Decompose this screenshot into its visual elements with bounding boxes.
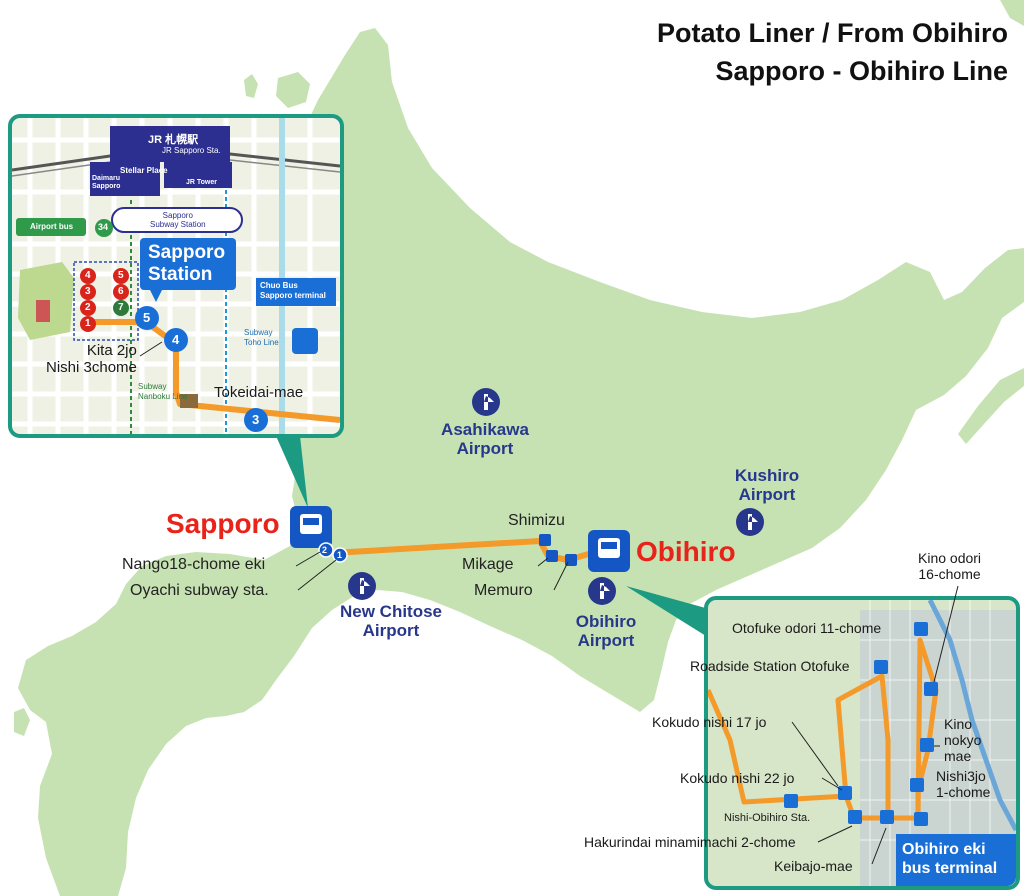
rishiri-island <box>276 72 310 108</box>
kokudo22-label: Kokudo nishi 22 jo <box>680 770 795 786</box>
nishi-obihiro-label: Nishi-Obihiro Sta. <box>724 812 811 824</box>
map-title-line1: Potato Liner / From Obihiro <box>657 18 1008 48</box>
jr-station-jp: JR 札幌駅 <box>148 134 199 146</box>
stop-oyachi: Oyachi subway sta. <box>130 582 269 599</box>
hakurindai-label: Hakurindai minamimachi 2-chome <box>584 834 796 850</box>
red-stop-3: 3 <box>85 286 91 297</box>
stop-memuro: Memuro <box>474 582 533 599</box>
tokeidai-label: Tokeidai-mae <box>214 384 304 401</box>
sapporo-inset <box>8 114 344 438</box>
red-stop-6: 6 <box>118 286 124 297</box>
jr-station-en: JR Sapporo Sta. <box>162 146 221 155</box>
inset-stop-5: 5 <box>143 310 151 325</box>
airport-bus-tag: Airport bus <box>30 222 74 231</box>
city-sapporo-label: Sapporo <box>166 508 280 539</box>
kokudo17-label: Kokudo nishi 17 jo <box>652 714 767 730</box>
red-stop-4: 4 <box>85 270 91 281</box>
kunashiri-island <box>958 368 1024 444</box>
inset-stop-4: 4 <box>172 332 180 347</box>
red-stop-1: 1 <box>85 318 91 329</box>
stop-nango: Nango18-chome eki <box>122 556 266 573</box>
route-stop-1: 1 <box>337 550 343 560</box>
jr-tower: JR Tower <box>186 179 217 186</box>
sapporo-inset-stops <box>135 306 268 432</box>
route-stop-2: 2 <box>322 545 328 555</box>
otofuke-label: Otofuke odori 11-chome <box>732 620 882 636</box>
sapporo-red-stops <box>80 268 129 332</box>
stop-shimizu: Shimizu <box>508 512 565 529</box>
map-title-line2: Sapporo - Obihiro Line <box>715 56 1009 86</box>
red-stop-7: 7 <box>118 302 124 313</box>
inset-stop-3: 3 <box>252 412 260 427</box>
sakhalin-tip <box>1000 0 1024 26</box>
okushiri-island <box>14 708 30 736</box>
hokkaido-land <box>18 28 1024 896</box>
red-stop-2: 2 <box>85 302 91 313</box>
city-obihiro-label: Obihiro <box>636 536 736 567</box>
roadside-label: Roadside Station Otofuke <box>690 658 850 674</box>
obihiro-callout-pointer <box>626 586 720 636</box>
obihiro-bus-stops <box>784 622 938 826</box>
stop-mikage: Mikage <box>462 556 514 573</box>
stellar-place: Stellar Place <box>120 166 168 175</box>
sapporo-callout-pointer <box>276 436 308 508</box>
rebun-island <box>244 74 258 98</box>
red-stop-5: 5 <box>118 270 124 281</box>
obihiro-inset <box>704 585 1020 890</box>
airport-bus-number: 34 <box>98 222 109 232</box>
keibajo-label: Keibajo-mae <box>774 858 853 874</box>
